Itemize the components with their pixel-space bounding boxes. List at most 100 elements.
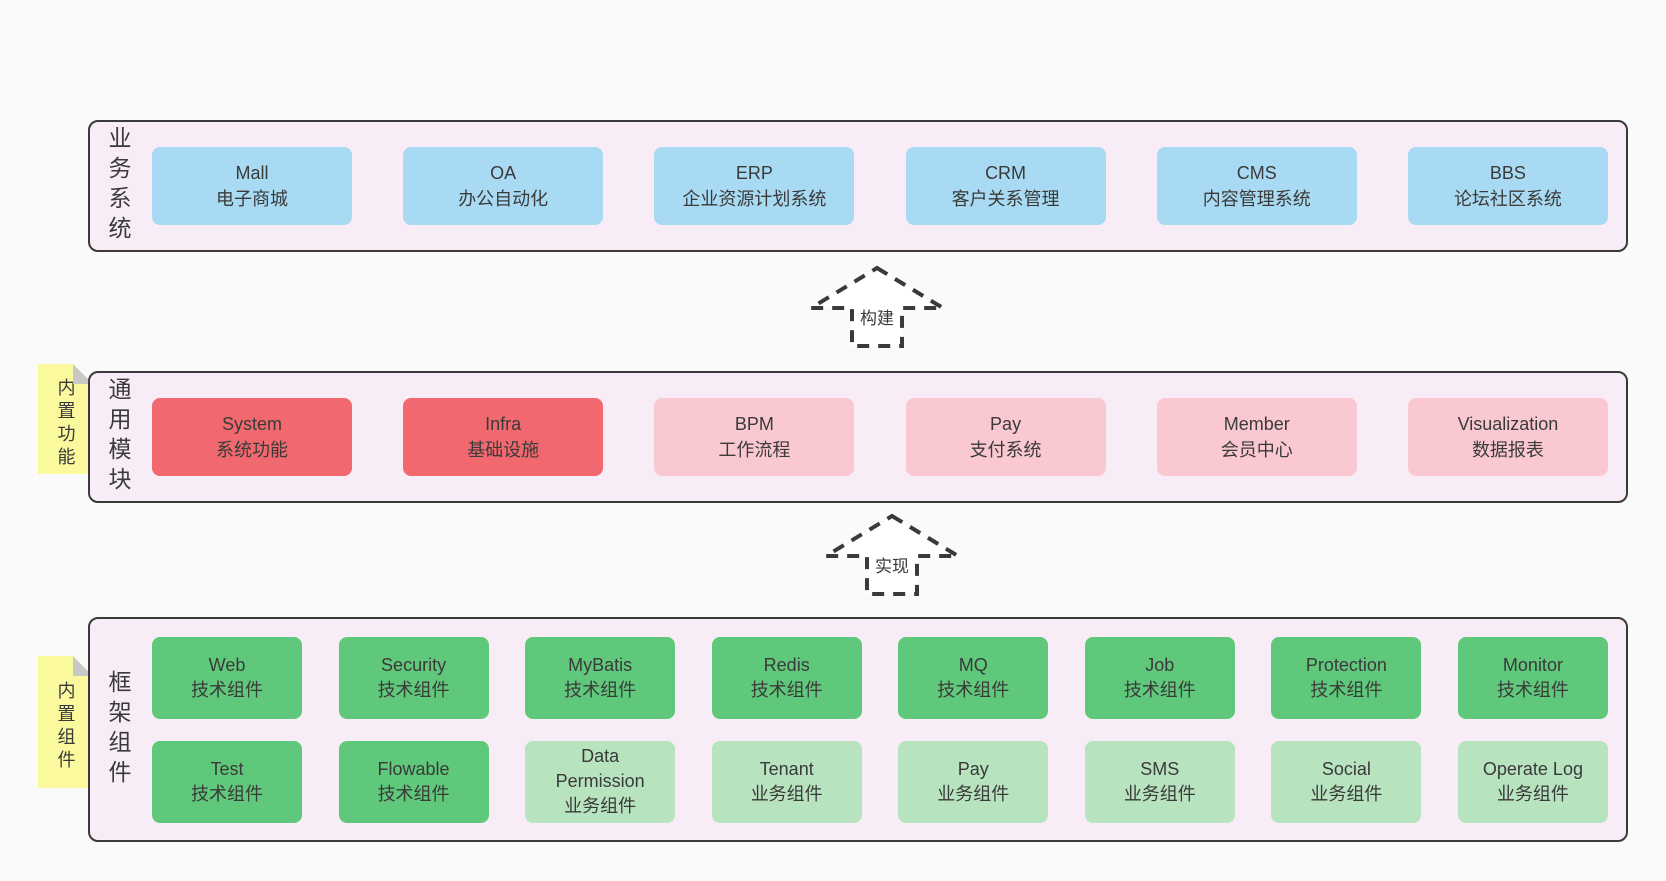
module-title: OA (490, 163, 517, 183)
module-title: Web (208, 654, 246, 675)
component-box-tenant: Tenant 业务组件 (711, 740, 862, 823)
module-box-crm: CRM 客户关系管理 (905, 147, 1106, 225)
component-box-mybatis: MyBatis 技术组件 (525, 636, 676, 719)
component-box-pay: Pay 业务组件 (898, 740, 1049, 823)
component-box-redis: Redis 技术组件 (711, 636, 862, 719)
band-framework-components: 框架组件 Web 技术组件 Security 技术组件 MyBatis 技术组件… (88, 617, 1628, 842)
arrow-build: 构建 (807, 264, 947, 350)
module-title: SMS (1140, 758, 1180, 779)
component-row-2: Test 技术组件 Flowable 技术组件 Data Permission … (152, 740, 1608, 823)
module-subtitle: 内容管理系统 (1202, 189, 1311, 209)
sticky-note-label: 内置组件 (55, 681, 76, 773)
component-box-mq: MQ 技术组件 (898, 636, 1049, 719)
module-subtitle: 电子商城 (216, 189, 288, 209)
module-subtitle: 支付系统 (969, 440, 1042, 460)
module-box-visualization: Visualization 数据报表 (1407, 398, 1608, 476)
band-title: 通用模块 (105, 377, 131, 497)
module-subtitle: 技术组件 (750, 679, 823, 700)
module-box-cms: CMS 内容管理系统 (1156, 147, 1357, 225)
module-box-erp: ERP 企业资源计划系统 (654, 147, 855, 225)
module-title: Tenant (759, 758, 814, 779)
sticky-note-label: 内置功能 (55, 378, 76, 470)
arrow-label: 构建 (857, 304, 897, 329)
band-title: 业务系统 (105, 126, 131, 246)
module-title: Protection (1305, 654, 1387, 675)
band-common-modules: 通用模块 System 系统功能 Infra 基础设施 BPM 工作流程 Pay… (88, 371, 1628, 503)
component-box-security: Security 技术组件 (338, 636, 489, 719)
module-box-oa: OA 办公自动化 (403, 147, 604, 225)
band-boxes: Web 技术组件 Security 技术组件 MyBatis 技术组件 Redi… (146, 619, 1626, 840)
module-subtitle: 技术组件 (191, 783, 263, 804)
component-box-sms: SMS 业务组件 (1084, 740, 1235, 823)
component-row-1: Web 技术组件 Security 技术组件 MyBatis 技术组件 Redi… (152, 636, 1608, 719)
module-subtitle: 技术组件 (1123, 679, 1196, 700)
module-title: Mall (235, 163, 269, 183)
band-boxes: System 系统功能 Infra 基础设施 BPM 工作流程 Pay 支付系统… (146, 373, 1626, 501)
module-subtitle: 会员中心 (1220, 440, 1293, 460)
component-box-operate-log: Operate Log 业务组件 (1457, 740, 1608, 823)
module-box-bbs: BBS 论坛社区系统 (1407, 147, 1608, 225)
arrow-implement: 实现 (822, 512, 962, 598)
sticky-note-builtin-components: 内置组件 (38, 656, 93, 788)
module-subtitle: 论坛社区系统 (1453, 189, 1562, 209)
component-box-data-permission: Data Permission 业务组件 (525, 740, 676, 823)
module-box-mall: Mall 电子商城 (152, 147, 352, 225)
module-title: ERP (735, 163, 773, 183)
module-title: Social (1321, 758, 1371, 779)
module-title: BBS (1489, 163, 1526, 183)
module-subtitle: 技术组件 (377, 783, 450, 804)
component-box-job: Job 技术组件 (1084, 636, 1235, 719)
module-title: Security (381, 654, 447, 675)
module-subtitle: 企业资源计划系统 (682, 189, 827, 209)
module-subtitle: 技术组件 (377, 679, 450, 700)
module-subtitle: 技术组件 (1496, 679, 1569, 700)
module-box-member: Member 会员中心 (1156, 398, 1357, 476)
module-title: Job (1145, 654, 1175, 675)
module-subtitle: 业务组件 (1123, 783, 1196, 804)
band-business-systems: 业务系统 Mall 电子商城 OA 办公自动化 ERP 企业资源计划系统 CRM… (88, 120, 1628, 252)
module-subtitle: 技术组件 (564, 679, 637, 700)
module-subtitle: 工作流程 (718, 440, 791, 460)
module-subtitle: 客户关系管理 (951, 189, 1060, 209)
band-boxes: Mall 电子商城 OA 办公自动化 ERP 企业资源计划系统 CRM 客户关系… (146, 122, 1626, 250)
sticky-note-builtin-features: 内置功能 (38, 364, 93, 474)
module-subtitle: 数据报表 (1471, 440, 1544, 460)
component-box-flowable: Flowable 技术组件 (338, 740, 489, 823)
module-title: CMS (1236, 163, 1277, 183)
module-box-pay: Pay 支付系统 (905, 398, 1106, 476)
module-title: Infra (485, 414, 522, 434)
module-subtitle: 技术组件 (1310, 679, 1383, 700)
module-subtitle: 业务组件 (750, 783, 823, 804)
module-title: MyBatis (568, 654, 633, 675)
module-title: CRM (985, 163, 1027, 183)
module-title: Monitor (1502, 654, 1563, 675)
module-title: Member (1223, 414, 1290, 434)
module-title: Visualization (1457, 414, 1559, 434)
module-title: BPM (734, 414, 774, 434)
module-box-infra: Infra 基础设施 (403, 398, 604, 476)
module-title: Test (210, 758, 244, 779)
module-subtitle: 基础设施 (467, 440, 540, 460)
band-title: 框架组件 (105, 669, 131, 790)
module-subtitle: 业务组件 (564, 796, 637, 816)
component-box-protection: Protection 技术组件 (1271, 636, 1422, 719)
module-box-system: System 系统功能 (152, 398, 352, 476)
module-title: Redis (763, 654, 810, 675)
module-title: MQ (958, 654, 988, 675)
module-title: System (221, 414, 282, 434)
component-box-web: Web 技术组件 (152, 636, 302, 719)
module-title: Pay (990, 414, 1022, 434)
module-subtitle: 技术组件 (937, 679, 1010, 700)
module-title: Data Permission (555, 746, 645, 791)
module-title: Operate Log (1482, 758, 1583, 779)
component-box-monitor: Monitor 技术组件 (1457, 636, 1608, 719)
module-subtitle: 业务组件 (1310, 783, 1383, 804)
component-box-social: Social 业务组件 (1271, 740, 1422, 823)
module-subtitle: 系统功能 (216, 440, 288, 460)
module-subtitle: 技术组件 (191, 679, 263, 700)
module-subtitle: 业务组件 (1496, 783, 1569, 804)
module-title: Pay (957, 758, 989, 779)
arrow-label: 实现 (872, 552, 912, 577)
component-box-test: Test 技术组件 (152, 740, 302, 823)
